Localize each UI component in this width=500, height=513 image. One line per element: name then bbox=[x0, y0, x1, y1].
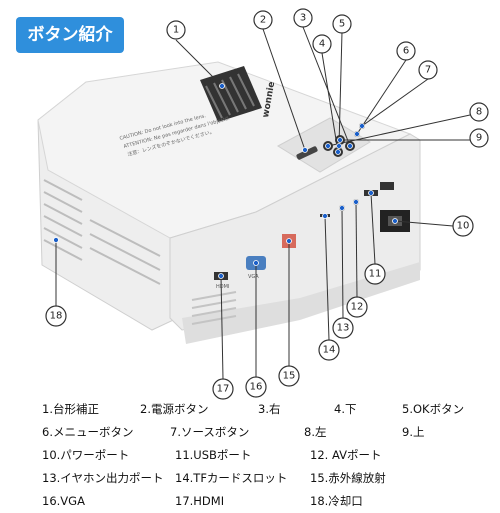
legend-item: 6.メニューボタン bbox=[42, 425, 134, 439]
callout-9: 9 bbox=[469, 128, 489, 148]
callout-13: 13 bbox=[332, 317, 354, 339]
legend-item: 10.パワーポート bbox=[42, 448, 130, 462]
legend-item: 7.ソースボタン bbox=[170, 425, 250, 439]
callout-12: 12 bbox=[346, 296, 368, 318]
legend-row: 10.パワーポート 11.USBポート 12. AVポート bbox=[42, 444, 482, 467]
callout-16: 16 bbox=[245, 376, 267, 398]
legend-item: 5.OKボタン bbox=[402, 402, 465, 416]
callout-11: 11 bbox=[364, 263, 386, 285]
callout-15-label: 15 bbox=[283, 371, 296, 382]
callout-15: 15 bbox=[278, 365, 300, 387]
callout-10: 10 bbox=[452, 215, 474, 237]
extra-port bbox=[380, 182, 394, 190]
button-legend: 1.台形補正 2.電源ボタン 3.右 4.下 5.OKボタン 6.メニューボタン… bbox=[42, 398, 482, 513]
legend-item: 4.下 bbox=[334, 402, 357, 416]
callout-14: 14 bbox=[318, 339, 340, 361]
callout-3-label: 3 bbox=[300, 13, 306, 24]
callout-3: 3 bbox=[293, 8, 313, 28]
callout-4-label: 4 bbox=[319, 39, 325, 50]
callout-4: 4 bbox=[312, 34, 332, 54]
callout-1: 1 bbox=[166, 20, 186, 40]
legend-item: 8.左 bbox=[304, 425, 327, 439]
legend-item: 13.イヤホン出力ポート bbox=[42, 471, 164, 485]
legend-item: 1.台形補正 bbox=[42, 402, 99, 416]
legend-row: 1.台形補正 2.電源ボタン 3.右 4.下 5.OKボタン bbox=[42, 398, 482, 421]
legend-row: 13.イヤホン出力ポート 14.TFカードスロット 15.赤外線放射 bbox=[42, 467, 482, 490]
callout-12-label: 12 bbox=[351, 302, 364, 313]
callout-8: 8 bbox=[469, 102, 489, 122]
marker-dots bbox=[53, 83, 398, 279]
callout-6-label: 6 bbox=[403, 46, 409, 57]
callout-17: 17 bbox=[212, 378, 234, 400]
legend-item: 15.赤外線放射 bbox=[310, 471, 386, 485]
callout-8-label: 8 bbox=[476, 107, 482, 118]
callout-16-label: 16 bbox=[250, 382, 263, 393]
callout-5-label: 5 bbox=[339, 19, 345, 30]
legend-row: 6.メニューボタン 7.ソースボタン 8.左 9.上 bbox=[42, 421, 482, 444]
projector-diagram: CAUTION: Do not look into the lens. ATTE… bbox=[37, 8, 489, 400]
callout-7: 7 bbox=[418, 60, 438, 80]
projector-illustration: CAUTION: Do not look into the lens. ATTE… bbox=[37, 61, 421, 344]
leader-lines bbox=[55, 26, 471, 380]
hdmi-port-label: HDMI bbox=[216, 284, 229, 290]
legend-item: 2.電源ボタン bbox=[140, 402, 209, 416]
power-button bbox=[296, 146, 318, 160]
legend-item: 11.USBポート bbox=[175, 448, 252, 462]
legend-item: 18.冷却口 bbox=[310, 494, 363, 508]
legend-item: 9.上 bbox=[402, 425, 425, 439]
callout-13-label: 13 bbox=[337, 323, 350, 334]
callout-6: 6 bbox=[396, 41, 416, 61]
callout-18: 18 bbox=[45, 305, 67, 327]
callout-2: 2 bbox=[253, 10, 273, 30]
callout-5: 5 bbox=[332, 14, 352, 34]
callout-1-label: 1 bbox=[173, 25, 179, 36]
callout-7-label: 7 bbox=[425, 65, 431, 76]
callout-14-label: 14 bbox=[323, 345, 336, 356]
callout-9-label: 9 bbox=[476, 133, 482, 144]
callout-10-label: 10 bbox=[457, 221, 470, 232]
callout-17-label: 17 bbox=[217, 384, 230, 395]
callout-11-label: 11 bbox=[369, 269, 382, 280]
legend-item: 17.HDMI bbox=[175, 494, 225, 508]
legend-item: 14.TFカードスロット bbox=[175, 471, 288, 485]
legend-row: 16.VGA 17.HDMI 18.冷却口 bbox=[42, 490, 482, 513]
legend-item: 12. AVポート bbox=[310, 448, 382, 462]
legend-item: 16.VGA bbox=[42, 494, 85, 508]
section-title: ボタン紹介 bbox=[16, 17, 124, 53]
vga-port-label: VGA bbox=[248, 274, 259, 280]
legend-item: 3.右 bbox=[258, 402, 281, 416]
callout-2-label: 2 bbox=[260, 15, 266, 26]
callout-18-label: 18 bbox=[50, 311, 63, 322]
